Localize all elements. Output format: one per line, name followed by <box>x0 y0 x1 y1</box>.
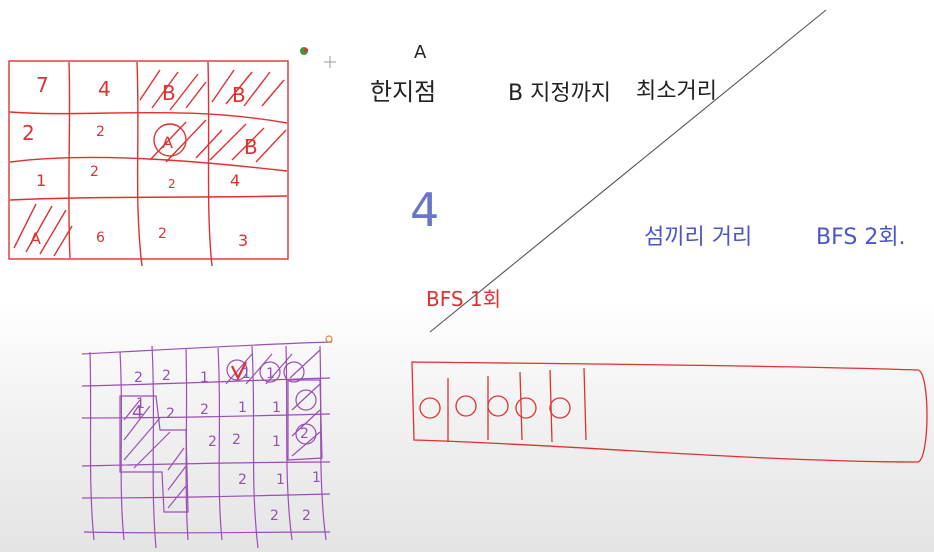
island-distance-text: 섬끼리 거리 <box>644 225 752 250</box>
cell-label: 2 <box>22 121 35 145</box>
pen-color-icon[interactable] <box>300 47 308 55</box>
cell-label: 1 <box>272 400 281 416</box>
heading-shortest: 최소거리 <box>636 79 717 104</box>
cell-label: 7 <box>36 73 49 97</box>
answer-value: 4 <box>410 183 439 237</box>
cell-label: 2 <box>96 124 105 140</box>
crosshair-icon <box>324 56 336 68</box>
cell-label: 1 <box>200 370 209 386</box>
cell-label: 2 <box>300 426 309 442</box>
cell-label: 1 <box>36 171 46 190</box>
cell-label: 1 <box>272 434 281 450</box>
cell-label: 3 <box>238 231 248 250</box>
top-grid-labels: 7 4 B B 2 2 A B 1 2 2 4 A 6 2 3 <box>22 73 258 250</box>
bottom-grid <box>81 341 333 549</box>
cell-label: A <box>30 229 41 248</box>
cell-label: 2 <box>238 472 247 488</box>
cell-label: 1 <box>238 400 247 416</box>
cell-label: B <box>162 81 176 105</box>
cell-label: 1 <box>136 396 145 412</box>
bottom-grid-labels: 2 2 1 1 2 4 2 2 2 1 1 1 2 1 2 2 1 1 1 2 <box>132 366 321 524</box>
cell-label: 6 <box>96 230 105 246</box>
cell-label: 1 <box>242 366 251 382</box>
cell-label: 4 <box>98 77 111 101</box>
heading-a-label: A <box>414 42 427 63</box>
cell-label: 1 <box>312 470 321 486</box>
cell-label: 1 <box>266 366 275 382</box>
cell-label: 2 <box>302 508 311 524</box>
cell-label: 2 <box>90 164 99 180</box>
heading: A 한지점 B 지정까지 최소거리 <box>370 42 717 106</box>
heading-from-point: 한지점 <box>370 78 436 106</box>
cell-label: A <box>162 133 173 152</box>
cell-label: 2 <box>134 370 143 386</box>
cell-label: 4 <box>230 171 240 190</box>
cell-label: 2 <box>168 177 176 191</box>
cell-label: 2 <box>158 226 167 242</box>
divider-line <box>429 9 827 333</box>
small-marker-icon <box>325 335 333 343</box>
cell-label: 2 <box>162 368 171 384</box>
queue-box <box>411 361 928 463</box>
top-grid <box>8 60 289 267</box>
blue-note: 섬끼리 거리 BFS 2회. <box>644 225 906 250</box>
cell-label: 2 <box>200 402 209 418</box>
cell-label: 2 <box>166 406 175 422</box>
cell-label: 4 <box>132 402 143 423</box>
cell-label: 2 <box>232 432 241 448</box>
cell-label: B <box>232 83 246 107</box>
cell-label: 2 <box>208 434 217 450</box>
cell-label: 1 <box>276 472 285 488</box>
heading-b-label: B 지정까지 <box>508 81 611 106</box>
bfs-two-text: BFS 2회. <box>816 225 906 250</box>
cell-label: 2 <box>270 508 279 524</box>
cell-label: B <box>244 135 258 159</box>
bfs-one-text: BFS 1회 <box>426 287 501 311</box>
